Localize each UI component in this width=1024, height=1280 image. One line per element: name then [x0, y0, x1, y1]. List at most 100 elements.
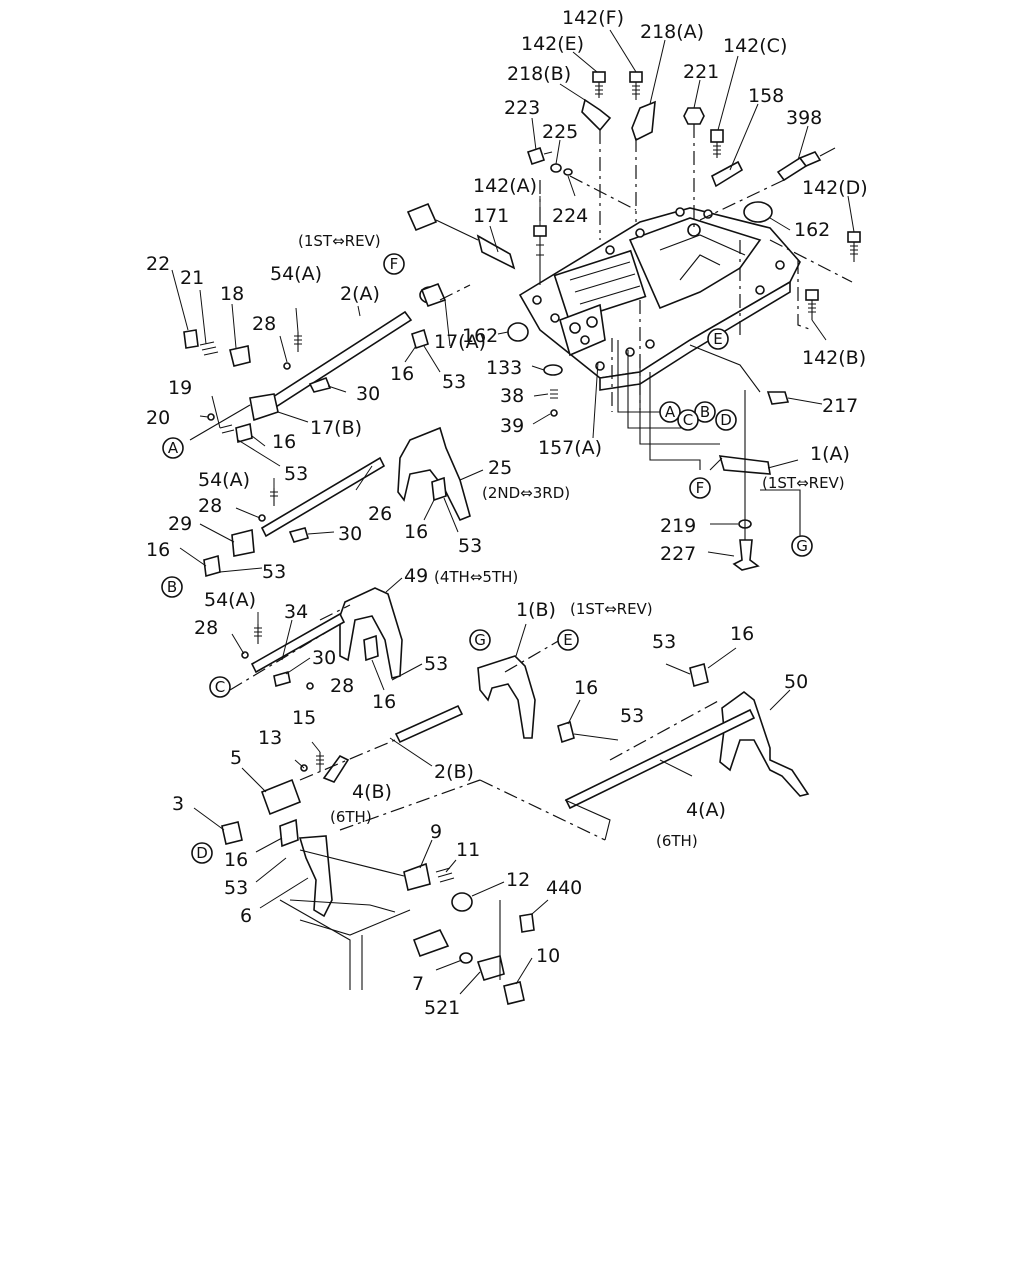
label-28-c: 28	[194, 617, 218, 639]
label-227: 227	[660, 543, 696, 565]
label-21: 21	[180, 267, 204, 289]
marker-A-left: A	[162, 437, 184, 459]
label-38: 38	[500, 385, 524, 407]
reference-markers: A B C D E F G A	[161, 253, 813, 864]
label-20: 20	[146, 407, 170, 429]
cover-guide-lines	[539, 124, 853, 540]
label-2nd-3rd: (2ND⇔3RD)	[482, 484, 570, 502]
label-53-f: 53	[652, 631, 676, 653]
label-19: 19	[168, 377, 192, 399]
label-142D: 142(D)	[802, 177, 868, 199]
svg-text:A: A	[665, 403, 676, 421]
label-221: 221	[683, 61, 719, 83]
marker-G-fork: G	[469, 629, 491, 651]
label-53-e: 53	[424, 653, 448, 675]
label-142A: 142(A)	[473, 175, 537, 197]
label-53-h: 53	[224, 877, 248, 899]
label-11: 11	[456, 839, 480, 861]
label-13: 13	[258, 727, 282, 749]
sixth-gear-assembly	[221, 739, 611, 1005]
label-5: 5	[230, 747, 242, 769]
label-142B: 142(B)	[802, 347, 866, 369]
label-7: 7	[412, 973, 424, 995]
label-54A-3: 54(A)	[204, 589, 256, 611]
label-16-e: 16	[372, 691, 396, 713]
label-26: 26	[368, 503, 392, 525]
label-1B: 1(B)	[516, 599, 556, 621]
label-6th-a: (6TH)	[656, 832, 698, 850]
label-28-a: 28	[252, 313, 276, 335]
label-50: 50	[784, 671, 808, 693]
label-157A: 157(A)	[538, 437, 602, 459]
marker-F-rail: F	[383, 253, 405, 275]
label-158: 158	[748, 85, 784, 107]
label-25: 25	[488, 457, 512, 479]
label-29: 29	[168, 513, 192, 535]
label-219: 219	[660, 515, 696, 537]
marker-F-right: F	[689, 477, 711, 499]
label-17A: 17(A)	[434, 331, 486, 353]
label-4A: 4(A)	[686, 799, 726, 821]
label-398: 398	[786, 107, 822, 129]
label-16-f: 16	[730, 623, 754, 645]
shift-rail-26	[203, 456, 386, 578]
svg-text:E: E	[713, 330, 722, 348]
label-142C: 142(C)	[723, 35, 787, 57]
label-440: 440	[546, 877, 582, 899]
label-218A: 218(A)	[640, 21, 704, 43]
label-6: 6	[240, 905, 252, 927]
shift-rail-34	[241, 612, 346, 690]
label-4th-5th: (4TH⇔5TH)	[434, 568, 518, 586]
marker-E-right: E	[707, 328, 729, 350]
label-30-c: 30	[312, 647, 336, 669]
label-34: 34	[284, 601, 308, 623]
svg-text:F: F	[696, 479, 705, 497]
label-22: 22	[146, 253, 170, 275]
label-142E: 142(E)	[521, 33, 584, 55]
label-53-c: 53	[458, 535, 482, 557]
label-12: 12	[506, 869, 530, 891]
part-number-labels: 142(F) 218(A) 142(E) 218(B) 221 142(C) 1…	[146, 7, 868, 1019]
svg-text:D: D	[720, 411, 732, 429]
label-171: 171	[473, 205, 509, 227]
shift-rail-4A	[564, 708, 756, 810]
label-2A: 2(A)	[340, 283, 380, 305]
cover-fasteners	[406, 71, 861, 571]
shift-fork-49	[339, 587, 403, 679]
svg-text:E: E	[563, 631, 572, 649]
leader-lines	[171, 29, 855, 995]
label-54A-1: 54(A)	[270, 263, 322, 285]
marker-A-right: A	[659, 401, 681, 423]
label-28-d: 28	[330, 675, 354, 697]
label-16-h: 16	[224, 849, 248, 871]
svg-text:F: F	[390, 255, 399, 273]
label-9: 9	[430, 821, 442, 843]
label-217: 217	[822, 395, 858, 417]
label-53-g: 53	[620, 705, 644, 727]
label-3: 3	[172, 793, 184, 815]
label-10: 10	[536, 945, 560, 967]
label-16-a: 16	[390, 363, 414, 385]
label-1A: 1(A)	[810, 443, 850, 465]
marker-C-left: C	[209, 676, 231, 698]
label-49: 49	[404, 565, 428, 587]
label-16-g: 16	[574, 677, 598, 699]
label-223: 223	[504, 97, 540, 119]
shift-fork-25	[397, 426, 471, 522]
svg-text:G: G	[796, 537, 808, 555]
shift-rail-2A	[183, 282, 447, 444]
label-30-b: 30	[338, 523, 362, 545]
shift-fork-1B	[477, 655, 575, 744]
svg-text:B: B	[167, 578, 177, 596]
label-18: 18	[220, 283, 244, 305]
marker-B-left: B	[161, 576, 183, 598]
label-16-c: 16	[404, 521, 428, 543]
label-15: 15	[292, 707, 316, 729]
label-53-a: 53	[442, 371, 466, 393]
marker-D-right: D	[715, 409, 737, 431]
marker-D-left: D	[191, 842, 213, 864]
svg-text:D: D	[196, 844, 208, 862]
label-2B: 2(B)	[434, 761, 474, 783]
label-28-b: 28	[198, 495, 222, 517]
